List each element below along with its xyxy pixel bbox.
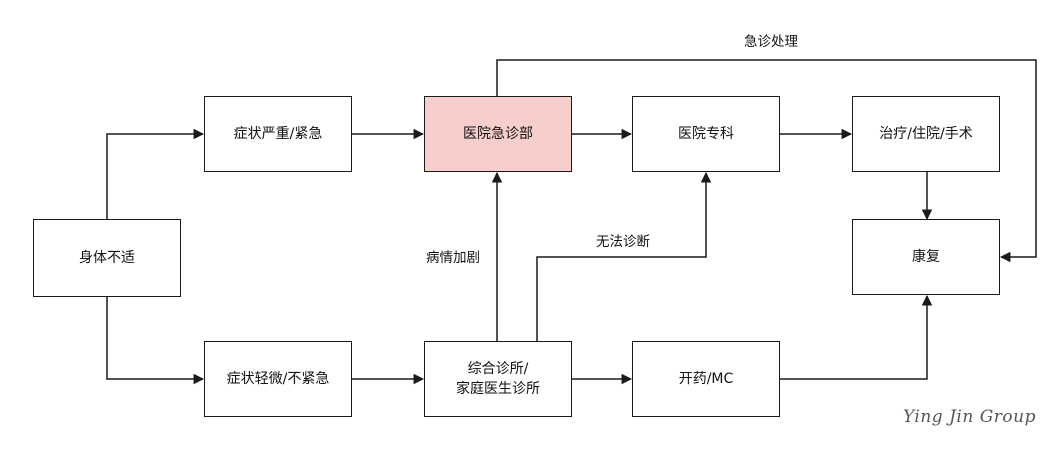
watermark-logo: Ying Jin Group [903,407,1036,427]
edge-medication-recovery [779,294,933,380]
label-emergency-treatment: 急诊处理 [744,34,798,50]
label-worsening: 病情加剧 [426,250,480,266]
edge-clinic-specialist [536,171,712,341]
edge-discomfort-severe [106,128,205,219]
node-treatment: 治疗/住院/手术 [852,96,1000,172]
node-severe-urgent: 症状严重/紧急 [204,96,352,172]
node-discomfort: 身体不适 [33,219,181,297]
node-recovery: 康复 [852,219,1000,295]
edge-discomfort-mild [106,297,205,385]
label-undiagnosable: 无法诊断 [596,234,650,250]
node-medication-mc: 开药/MC [632,341,780,417]
node-clinic: 综合诊所/ 家庭医生诊所 [424,341,572,417]
node-hospital-specialist: 医院专科 [632,96,780,172]
node-mild-nonurgent: 症状轻微/不紧急 [204,341,352,417]
node-hospital-emergency: 医院急诊部 [424,96,572,172]
edge-er-recovery [496,59,1037,263]
